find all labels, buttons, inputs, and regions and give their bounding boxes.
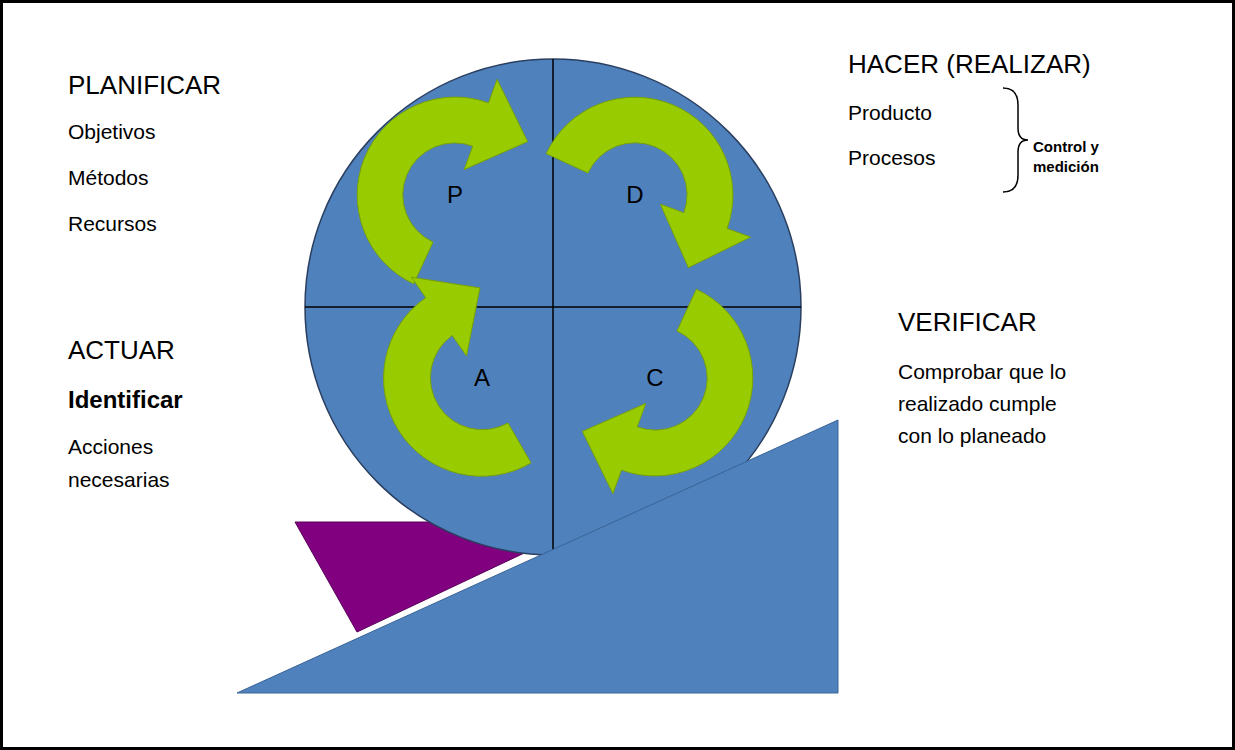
phase-heading: HACER (REALIZAR) [848, 49, 1091, 79]
phase-letter: P [447, 181, 463, 209]
cycle-arrow [582, 289, 752, 493]
phase-item: Métodos [68, 165, 149, 191]
phase-heading: ACTUAR [68, 335, 175, 365]
phase-letter: C [646, 364, 663, 392]
phase-item: Objetivos [68, 119, 156, 145]
phase-description: Acciones necesarias [68, 430, 228, 496]
cycle-quadrant: P [305, 59, 553, 307]
phase-item: Procesos [848, 145, 936, 171]
phase-letter: D [626, 181, 643, 209]
phase-letter: A [474, 364, 490, 392]
phase-item: Recursos [68, 211, 157, 237]
quadrant-line [305, 306, 801, 308]
cycle-quadrant: D [553, 59, 801, 307]
phase-heading: PLANIFICAR [68, 70, 221, 100]
brace [1003, 88, 1028, 192]
cycle-quadrant: C [553, 307, 801, 555]
phase-item: Producto [848, 100, 932, 126]
phase-description: Comprobar que lo realizado cumple con lo… [898, 356, 1070, 452]
brace-note: Control y medición [1033, 137, 1115, 177]
ramp [237, 420, 838, 693]
phase-heading: VERIFICAR [898, 307, 1037, 337]
cycle-arrow [384, 277, 531, 476]
phase-item: Identificar [68, 385, 183, 415]
cycle-arrow [546, 97, 750, 267]
cycle-quadrant: A [305, 307, 553, 555]
cycle-arrow [357, 79, 527, 283]
